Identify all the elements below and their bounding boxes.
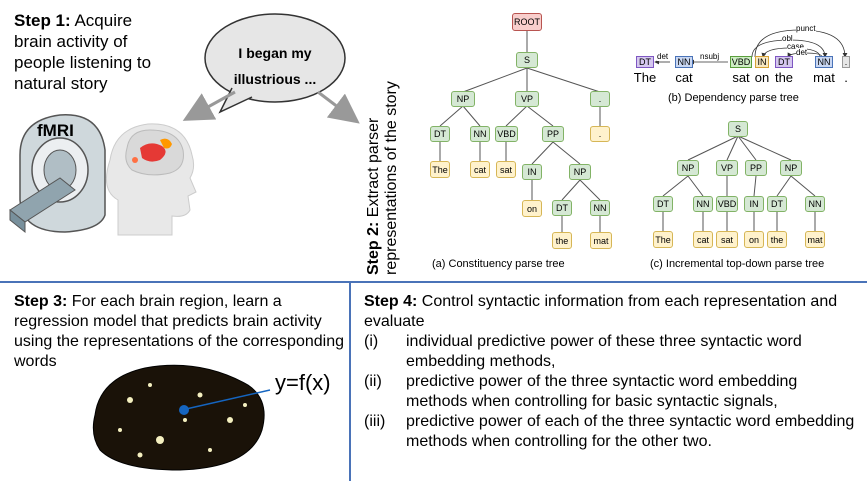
inc-node-s: S [728,121,748,137]
inc-node-mid: NP [780,160,802,176]
caption-constituency: (a) Constituency parse tree [432,258,565,270]
node-nn: NN [470,126,490,142]
word-cat: cat [470,161,490,178]
step4-intro: Step 4: Control syntactic information fr… [364,293,838,330]
inc-node-low: VBD [716,196,738,212]
node-dt2: DT [552,200,572,216]
node-nn2: NN [590,200,610,216]
step3-text: Step 3: For each brain region, learn a r… [14,293,344,370]
step4-item: (iii)predictive power of each of the thr… [364,413,855,450]
node-s: S [516,52,538,68]
inc-node-low: DT [653,196,673,212]
dep-arc-label: obl [782,34,793,43]
equation-label: y=f(x) [275,370,331,395]
inc-word: sat [716,231,738,248]
step4-item: (i)individual predictive power of these … [364,333,802,370]
caption-dependency: (b) Dependency parse tree [668,92,799,104]
dep-arc-label: case [787,42,804,51]
head-brain-icon [105,123,197,236]
node-vp: VP [515,91,539,107]
fmri-label: fMRI [37,121,74,140]
dep-tag: VBD [730,56,752,68]
inc-node-low: IN [744,196,764,212]
incremental-tree [662,135,816,231]
inc-node-low: DT [767,196,787,212]
inc-word: the [767,231,787,248]
node-root: ROOT [512,13,542,31]
dep-word: mat [813,70,835,85]
node-np: NP [451,91,475,107]
dep-arc-label: det [796,48,808,57]
inc-word: mat [805,231,825,248]
node-vbd: VBD [495,126,518,142]
dep-tag: NN [815,56,833,68]
brain-surface-image [92,364,271,471]
step4-text: Step 4: Control syntactic information fr… [364,292,859,452]
dep-arc-label: det [657,52,669,61]
dep-word: . [844,70,848,85]
caption-incremental: (c) Incremental top-down parse tree [650,258,825,270]
dep-tag: DT [775,56,793,68]
arrow-bubble-to-step2 [317,90,360,124]
word-sat: sat [496,161,516,178]
step2-text: Step 2: Extract parser representations o… [365,81,400,275]
inc-word: on [744,231,764,248]
inc-node-mid: NP [677,160,699,176]
dep-tag: DT [636,56,654,68]
word-mat: mat [590,232,612,249]
speech-line-1: I began my [238,45,312,61]
constituency-tree [439,30,601,232]
node-dt: DT [430,126,450,142]
node-pp: PP [542,126,564,142]
dep-word: on [754,70,770,85]
dep-arc-label: nsubj [700,52,720,61]
dep-arc-label: punct [796,24,816,33]
dep-tag: . [842,56,850,68]
dep-word: sat [732,70,750,85]
node-in: IN [522,164,542,180]
dep-word: the [774,70,794,85]
node-dot-tag: . [590,91,610,107]
dep-word: cat [675,70,693,85]
inc-word: cat [693,231,713,248]
inc-node-mid: VP [716,160,738,176]
word-the: The [430,161,450,178]
node-np2: NP [569,164,591,180]
speech-bubble-text: I began my illustrious ... [220,40,330,92]
step1-text: Step 1: Acquire brain activity of people… [14,11,152,93]
word-on: on [522,200,542,217]
fmri-scanner-icon [9,114,106,234]
step4-list: (i)individual predictive power of these … [364,332,859,452]
word-dot: . [590,126,610,142]
dep-tag: IN [755,56,769,68]
word-the2: the [552,232,572,249]
speech-line-2: illustrious ... [233,71,317,87]
inc-node-low: NN [805,196,825,212]
step4-item: (ii)predictive power of the three syntac… [364,373,798,410]
dep-tag: NN [675,56,693,68]
dep-word: The [633,70,657,85]
arrow-bubble-to-head [182,90,236,121]
inc-node-mid: PP [745,160,767,176]
inc-word: The [653,231,673,248]
inc-node-low: NN [693,196,713,212]
